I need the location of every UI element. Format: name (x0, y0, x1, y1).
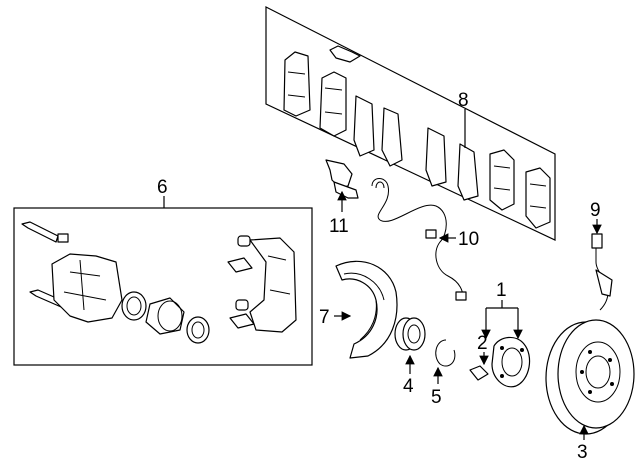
wheel-bearing-4[interactable]: 4 (394, 317, 426, 397)
splash-shield-7[interactable]: 7 (319, 260, 398, 359)
callout-6: 6 (157, 177, 168, 198)
callout-11: 11 (329, 216, 349, 237)
callout-1: 1 (496, 280, 507, 301)
pad-kit-panel (265, 6, 556, 241)
callout-9: 9 (590, 200, 601, 221)
caliper-assembly-group[interactable]: 6 (13, 177, 313, 366)
wheel-stud-2[interactable]: 2 (469, 333, 489, 381)
brake-hose-9[interactable]: 9 (590, 200, 613, 311)
callout-2: 2 (477, 333, 488, 354)
callout-7: 7 (319, 307, 330, 328)
callout-4: 4 (403, 376, 414, 397)
pad-clip-11[interactable]: 11 (325, 159, 359, 237)
callout-3: 3 (577, 442, 588, 463)
brake-rotor-3[interactable]: 3 (545, 319, 635, 463)
callout-8: 8 (458, 90, 469, 111)
abs-sensor-harness-10[interactable]: 10 (371, 178, 479, 301)
leader-1 (485, 307, 519, 336)
snap-ring-5[interactable]: 5 (431, 339, 456, 408)
callout-10: 10 (458, 229, 479, 250)
callout-5: 5 (431, 387, 442, 408)
brake-pad-kit-group[interactable]: 8 (265, 6, 556, 241)
brake-pad-shapes (283, 45, 551, 229)
caliper-parts (21, 221, 297, 344)
hub-assembly-1[interactable]: 1 (481, 280, 531, 388)
